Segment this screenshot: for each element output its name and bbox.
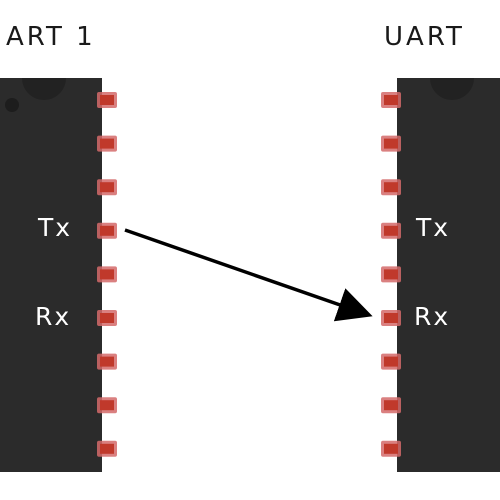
left-chip-pin-9: [97, 440, 117, 457]
right-chip-pin-5: [381, 266, 401, 283]
right-chip-notch: [430, 78, 474, 100]
right-chip-pins: [381, 92, 401, 457]
left-chip: Tx Rx: [0, 78, 117, 472]
left-chip-body: [0, 78, 102, 472]
left-chip-pin-3: [97, 179, 117, 196]
right-chip-pin-7: [381, 353, 401, 370]
right-chip-pin-3: [381, 179, 401, 196]
left-chip-dot: [5, 98, 19, 112]
right-chip-pin-8: [381, 397, 401, 414]
left-chip-pin-2: [97, 135, 117, 152]
left-chip-pin-7: [97, 353, 117, 370]
left-chip-rx-label: Rx: [35, 302, 71, 331]
right-chip-pin-9: [381, 440, 401, 457]
left-chip-pin-5: [97, 266, 117, 283]
tx-to-rx-arrow: [124, 228, 373, 322]
right-chip: Tx Rx: [381, 78, 500, 472]
left-chip-title: ART 1: [6, 22, 96, 52]
right-chip-pin-6: [381, 310, 401, 326]
left-chip-tx-label: Tx: [37, 213, 72, 242]
right-chip-tx-label: Tx: [415, 213, 450, 242]
left-chip-pin-4: [97, 222, 117, 239]
right-chip-body: [397, 78, 500, 472]
left-chip-notch: [22, 78, 66, 100]
right-chip-rx-label: Rx: [414, 302, 450, 331]
left-chip-pins: [97, 92, 117, 457]
right-chip-title: UART: [384, 22, 465, 52]
right-chip-pin-1: [381, 92, 401, 108]
right-chip-pin-2: [381, 135, 401, 152]
left-chip-pin-1: [97, 92, 117, 108]
left-chip-pin-6: [97, 310, 117, 326]
right-chip-pin-4: [381, 222, 401, 239]
left-chip-pin-8: [97, 397, 117, 414]
